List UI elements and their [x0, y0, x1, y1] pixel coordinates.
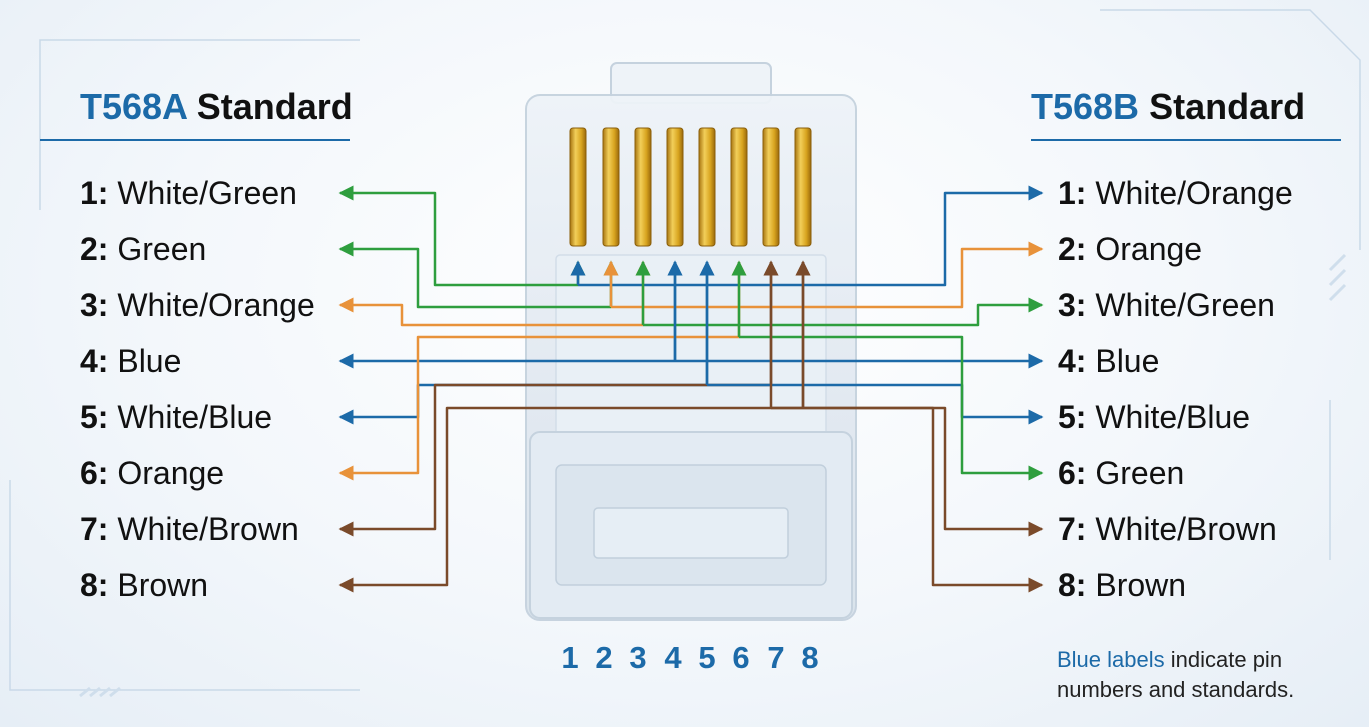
- right-wire-pin-3: [643, 297, 1044, 327]
- left-wire-pin-8: [338, 406, 803, 593]
- gold-contact-6: [730, 127, 748, 247]
- rj45-connector: [525, 62, 857, 621]
- gold-contact-1: [569, 127, 587, 247]
- pin-number: 4:: [1058, 343, 1087, 379]
- pin-label: Blue: [108, 343, 182, 379]
- t568a-title-prefix: T568A: [80, 86, 187, 127]
- decorative-frame: [9, 9, 1361, 691]
- t568b-pin-row: 2: Orange: [1058, 229, 1202, 269]
- pin-label: Green: [1086, 455, 1185, 491]
- t568b-pin-row: 4: Blue: [1058, 341, 1159, 381]
- pin-number-label: 6: [732, 640, 750, 675]
- pin-label: White/Green: [1086, 287, 1275, 323]
- pin-number: 2:: [1058, 231, 1087, 267]
- pin-number: 7:: [80, 511, 109, 547]
- pin-number: 8:: [1058, 567, 1087, 603]
- connector-clip-tab: [593, 507, 789, 559]
- pin-label: White/Orange: [1086, 175, 1293, 211]
- pin-number-label: 8: [801, 640, 819, 675]
- t568a-title-suffix: Standard: [186, 86, 353, 127]
- right-wire-pin-8: [803, 406, 1044, 593]
- pin-label: White/Brown: [1086, 511, 1277, 547]
- t568b-pin-row: 5: White/Blue: [1058, 397, 1250, 437]
- t568b-pin-row: 8: Brown: [1058, 565, 1186, 605]
- pin-number: 1:: [1058, 175, 1087, 211]
- gold-contact-4: [666, 127, 684, 247]
- left-wire-pin-6: [338, 335, 739, 481]
- pin-label: Brown: [108, 567, 209, 603]
- pin-number-label: 3: [629, 640, 647, 675]
- pin-number-label: 7: [767, 640, 785, 675]
- t568a-pin-row: 8: Brown: [80, 565, 208, 605]
- pin-label: White/Green: [108, 175, 297, 211]
- t568a-title: T568A Standard: [80, 86, 353, 128]
- gold-contact-5: [698, 127, 716, 247]
- right-wire-pin-2: [611, 241, 1044, 309]
- t568a-pin-row: 7: White/Brown: [80, 509, 299, 549]
- pin-label: Green: [108, 231, 207, 267]
- right-wire-pin-1: [578, 185, 1044, 287]
- pin-number: 6:: [80, 455, 109, 491]
- pin-label: White/Brown: [108, 511, 299, 547]
- gold-contact-3: [634, 127, 652, 247]
- pin-number: 2:: [80, 231, 109, 267]
- footnote: Blue labels indicate pin numbers and sta…: [1057, 645, 1357, 705]
- pin-number: 4:: [80, 343, 109, 379]
- t568a-pin-row: 5: White/Blue: [80, 397, 272, 437]
- t568b-wires: [570, 185, 1044, 593]
- footnote-text: indicate pin numbers and standards.: [1057, 647, 1295, 702]
- pin-number: 3:: [1058, 287, 1087, 323]
- left-wire-pin-7: [338, 383, 771, 537]
- gold-contact-7: [762, 127, 780, 247]
- t568a-pin-row: 3: White/Orange: [80, 285, 315, 325]
- pin-number: 1:: [80, 175, 109, 211]
- decorative-stripes: [79, 253, 1347, 698]
- pin-number: 5:: [80, 399, 109, 435]
- pin-number: 6:: [1058, 455, 1087, 491]
- pin-label: White/Orange: [108, 287, 315, 323]
- pin-number: 8:: [80, 567, 109, 603]
- t568a-pin-row: 4: Blue: [80, 341, 181, 381]
- connector-inner-window: [555, 254, 827, 446]
- t568b-pin-row: 1: White/Orange: [1058, 173, 1293, 213]
- gold-contact-2: [602, 127, 620, 247]
- pin-label: Brown: [1086, 567, 1187, 603]
- footnote-highlight: Blue labels: [1057, 647, 1165, 672]
- t568b-pin-row: 3: White/Green: [1058, 285, 1275, 325]
- t568b-title: T568B Standard: [1031, 86, 1305, 128]
- pin-label: Orange: [1086, 231, 1203, 267]
- pin-number-label: 4: [664, 640, 682, 675]
- pin-label: White/Blue: [1086, 399, 1251, 435]
- pin-number: 5:: [1058, 399, 1087, 435]
- pin-label: White/Blue: [108, 399, 273, 435]
- t568b-pin-row: 7: White/Brown: [1058, 509, 1277, 549]
- t568b-title-prefix: T568B: [1031, 86, 1140, 127]
- pin-number-label: 2: [595, 640, 613, 675]
- left-wire-pin-2: [338, 241, 611, 309]
- pin-label: Orange: [108, 455, 225, 491]
- t568a-pin-row: 1: White/Green: [80, 173, 297, 213]
- right-wire-pin-6: [739, 335, 1044, 481]
- pin-label: Blue: [1086, 343, 1160, 379]
- t568a-pin-row: 2: Green: [80, 229, 206, 269]
- gold-contact-8: [794, 127, 812, 247]
- pin-number-label: 5: [698, 640, 716, 675]
- pin-number: 7:: [1058, 511, 1087, 547]
- left-wire-pin-1: [338, 185, 578, 287]
- t568b-title-suffix: Standard: [1139, 86, 1306, 127]
- pin-number: 3:: [80, 287, 109, 323]
- left-wire-pin-3: [338, 297, 643, 327]
- t568a-pin-row: 6: Orange: [80, 453, 224, 493]
- pin-number-label: 1: [561, 640, 579, 675]
- t568b-pin-row: 6: Green: [1058, 453, 1184, 493]
- gold-contacts: [569, 127, 812, 247]
